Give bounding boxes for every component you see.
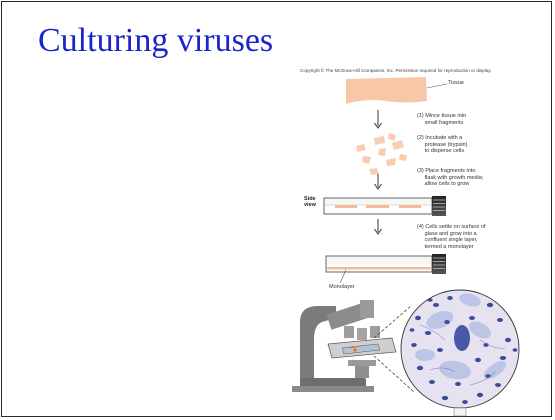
flask-icon: [326, 254, 446, 283]
tissue-block: [346, 77, 447, 104]
flask-icon: [324, 196, 446, 216]
microscope-icon: [292, 300, 396, 392]
tissue-label: Tissue: [448, 80, 464, 86]
monolayer-label: Monolayer: [329, 284, 355, 290]
side-view-label: Side view: [304, 196, 316, 208]
step-3-note: (3) Place fragments into flask with grow…: [417, 168, 483, 188]
step-1-note: (1) Mince tissue into small fragments: [417, 113, 466, 126]
arrow-down-icon: [375, 110, 382, 128]
tissue-fragments: [356, 133, 407, 175]
arrow-down-icon: [375, 219, 382, 234]
step-2-note: (2) Incubate with a protease (trypsin) t…: [417, 135, 467, 155]
micrograph-icon: [401, 290, 519, 416]
arrow-down-icon: [375, 174, 382, 189]
tissue-leader-line: [427, 84, 447, 88]
step-4-note: (4) Cells settle on surface of glass and…: [417, 224, 485, 250]
